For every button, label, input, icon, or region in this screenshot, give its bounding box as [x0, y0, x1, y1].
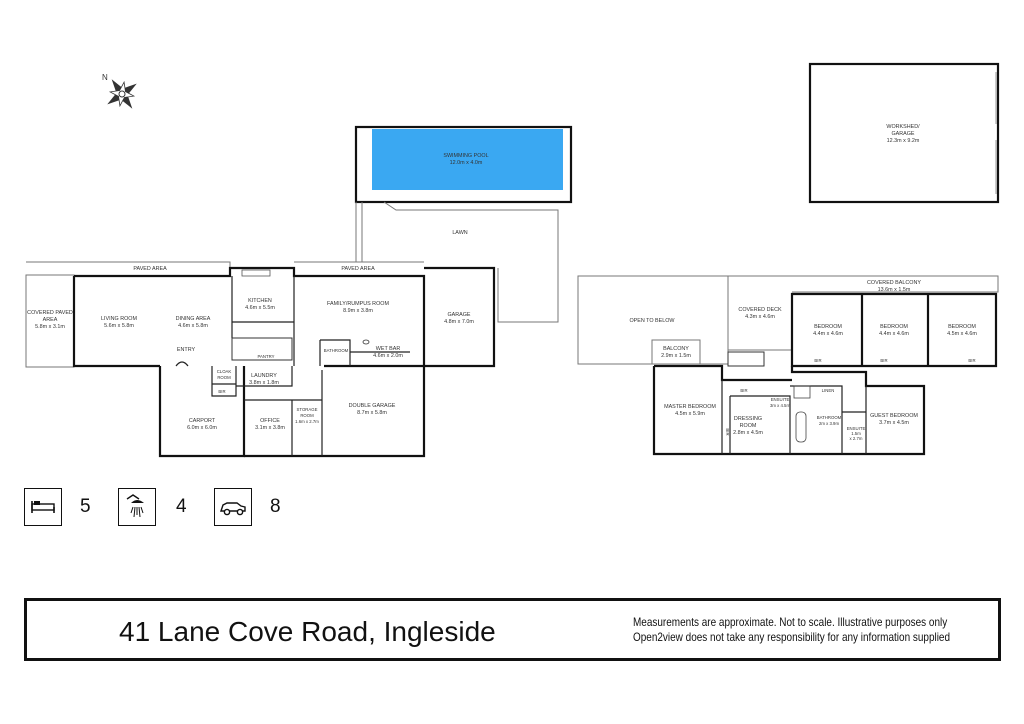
covered-balcony-size: 13.6m x 1.5m: [878, 287, 911, 293]
address-text: 41 Lane Cove Road, Ingleside: [119, 616, 496, 647]
covered-paved-name1: COVERED PAVED: [27, 310, 73, 316]
workshed: WORKSHED/ GARAGE 12.3m x 9.2m: [808, 62, 1000, 204]
bathroom-ground-label: BATHROOM: [324, 348, 349, 353]
ground-floor: SWIMMING POOL 12.0m x 4.0m LAWN PAVED AR…: [25, 125, 573, 458]
bathroom-upper-label: BATHROOM: [817, 415, 842, 420]
floor-plan: N SWIMMING POOL 12.0m x 4.0m LAWN PAVED …: [25, 62, 1000, 458]
bir-ground: BIR: [218, 389, 225, 394]
dining-area-size: 4.6m x 5.8m: [178, 323, 208, 329]
master-bedroom-size: 4.5m x 5.9m: [675, 411, 705, 417]
cloak-room-name2: ROOM: [217, 375, 231, 380]
bedroom-1-size: 4.4m x 4.6m: [813, 331, 843, 337]
balcony-size: 2.9m x 1.5m: [661, 353, 691, 359]
carport-label: CARPORT: [189, 418, 216, 424]
covered-balcony-label: COVERED BALCONY: [867, 280, 921, 286]
storage-name1: STORAGE: [297, 407, 318, 412]
dressing-room-name2: ROOM: [740, 423, 757, 429]
wet-bar-label: WET BAR: [376, 346, 401, 352]
double-garage-size: 8.7m x 5.8m: [357, 410, 387, 416]
workshed-name1: WORKSHED/: [886, 124, 920, 130]
bathroom-upper-size: 2m x 3.9m: [819, 421, 839, 426]
bedroom-1-bir: BIR: [814, 358, 821, 363]
dressing-room-name1: DRESSING: [734, 416, 762, 422]
bedroom-2-size: 4.4m x 4.6m: [879, 331, 909, 337]
disclaimer-line-1: Measurements are approximate. Not to sca…: [633, 616, 948, 629]
compass-icon: N: [102, 73, 137, 109]
swimming-pool: [372, 129, 563, 190]
family-room-size: 8.9m x 3.8m: [343, 308, 373, 314]
open-to-below-label: OPEN TO BELOW: [629, 318, 675, 324]
family-room-label: FAMILY/RUMPUS ROOM: [327, 301, 389, 307]
bathrooms-count: 4: [176, 496, 187, 517]
paved-area-1: PAVED AREA: [133, 266, 167, 272]
covered-paved-name2: AREA: [43, 317, 58, 323]
kitchen-label: KITCHEN: [248, 298, 272, 304]
dining-area-label: DINING AREA: [176, 316, 211, 322]
lawn-label: LAWN: [452, 230, 467, 236]
disclaimer: Measurements are approximate. Not to sca…: [633, 615, 951, 645]
balcony-label: BALCONY: [663, 346, 689, 352]
car-icon: [214, 488, 252, 526]
garage-label: GARAGE: [447, 312, 470, 318]
master-bedroom-label: MASTER BEDROOM: [664, 404, 716, 410]
bedroom-2-label: BEDROOM: [880, 324, 908, 330]
bedroom-3-bir: BIR: [968, 358, 975, 363]
bedroom-2-bir: BIR: [880, 358, 887, 363]
pantry-label: PANTRY: [257, 354, 274, 359]
shower-icon: [118, 488, 156, 526]
bedrooms-count: 5: [80, 496, 91, 517]
bir-side: BIR: [725, 428, 730, 435]
paved-area-2: PAVED AREA: [341, 266, 375, 272]
office-size: 3.1m x 3.8m: [255, 425, 285, 431]
ensuite-2-size1: 1.5m: [851, 431, 861, 436]
laundry-label: LAUNDRY: [251, 373, 277, 379]
guest-bedroom-size: 3.7m x 4.5m: [879, 420, 909, 426]
carport-size: 6.0m x 6.0m: [187, 425, 217, 431]
upper-floor: OPEN TO BELOW COVERED BALCONY 13.6m x 1.…: [577, 275, 999, 456]
workshed-size: 12.3m x 9.2m: [887, 138, 920, 144]
storage-size: 1.6m x 2.7m: [295, 419, 319, 424]
double-garage-label: DOUBLE GARAGE: [349, 403, 396, 409]
disclaimer-line-2: Open2view does not take any responsibili…: [633, 631, 951, 644]
laundry-size: 3.8m x 1.8m: [249, 380, 279, 386]
covered-deck-size: 4.3m x 4.6m: [745, 314, 775, 320]
kitchen-size: 4.6m x 5.5m: [245, 305, 275, 311]
storage-name2: ROOM: [300, 413, 314, 418]
living-room-size: 5.6m x 5.8m: [104, 323, 134, 329]
ensuite-2-label: ENSUITE: [847, 426, 866, 431]
workshed-name2: GARAGE: [891, 131, 914, 137]
pool-size: 12.0m x 4.0m: [450, 160, 483, 166]
guest-bedroom-label: GUEST BEDROOM: [870, 413, 918, 419]
covered-deck-label: COVERED DECK: [738, 307, 782, 313]
covered-paved-size: 5.8m x 3.1m: [35, 324, 65, 330]
parking-count: 8: [270, 496, 281, 517]
cloak-room-name1: CLOAK: [217, 369, 232, 374]
living-room-label: LIVING ROOM: [101, 316, 137, 322]
bed-icon: [24, 488, 62, 526]
svg-text:N: N: [102, 73, 108, 82]
bedroom-3-size: 4.5m x 4.6m: [947, 331, 977, 337]
garage-size: 4.8m x 7.0m: [444, 319, 474, 325]
bir-master: BIR: [740, 388, 747, 393]
office-label: OFFICE: [260, 418, 280, 424]
address-box: 41 Lane Cove Road, Ingleside Measurement…: [24, 598, 1001, 661]
wet-bar-size: 4.6m x 2.0m: [373, 353, 403, 359]
pool-deck: [354, 125, 573, 204]
linen-label: LINEN: [822, 388, 835, 393]
ensuite-2-size2: x 2.7m: [850, 436, 863, 441]
dressing-room-size: 2.8m x 4.5m: [733, 430, 763, 436]
bedroom-1-label: BEDROOM: [814, 324, 842, 330]
entry-label: ENTRY: [177, 347, 196, 353]
pool-label: SWIMMING POOL: [443, 153, 488, 159]
ensuite-1-size: 3m x 4.5m: [770, 403, 790, 408]
bedroom-3-label: BEDROOM: [948, 324, 976, 330]
ensuite-1-label: ENSUITE: [771, 397, 790, 402]
lawn-area: [355, 201, 559, 323]
